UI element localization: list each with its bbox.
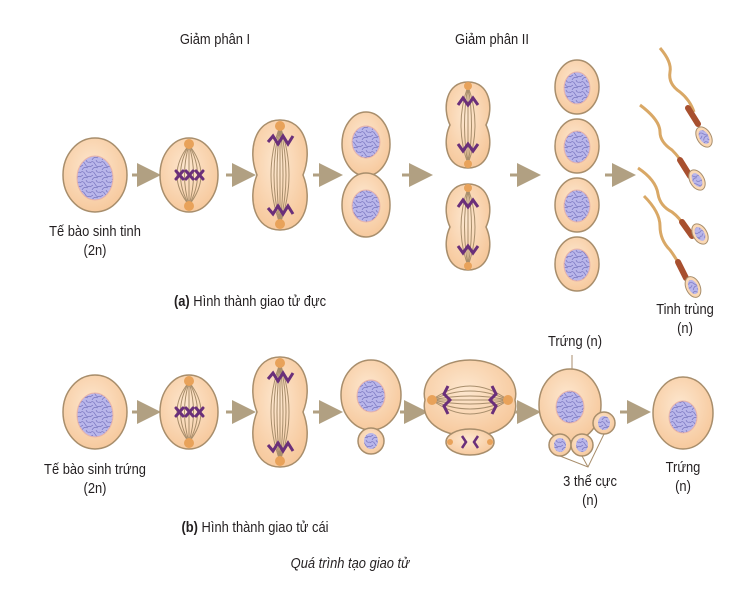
nucleus — [356, 379, 386, 413]
centrosome — [184, 139, 194, 149]
sperm-cells — [637, 47, 713, 298]
meiosis-2-cell-female — [423, 359, 517, 456]
chromosomes — [174, 169, 205, 181]
nucleus — [76, 392, 114, 438]
mature-egg — [652, 376, 714, 450]
sperm — [642, 194, 702, 298]
oocyte-cell — [62, 374, 128, 450]
egg-label: Trứng (n) — [665, 459, 701, 495]
chromosomes — [266, 203, 295, 217]
meiosis-2-cells — [445, 81, 491, 271]
centrosome — [275, 121, 285, 131]
figure-caption: Quá trình tạo giao tử — [290, 555, 410, 572]
polar-bodies-label: 3 thể cực (n) — [563, 473, 617, 509]
ovum-with-polar-bodies — [538, 355, 616, 468]
meiosis-1-daughter-cells — [341, 111, 391, 238]
nucleus — [351, 125, 381, 159]
panel-a-letter: (a) — [173, 293, 190, 310]
anaphase-1-cell — [252, 119, 308, 231]
spermatocyte-cell — [62, 137, 128, 213]
metaphase-1-cell-female — [159, 374, 219, 450]
nucleus — [351, 189, 381, 223]
panel-b-letter: (b) — [181, 519, 198, 536]
heading-meiosis-2: Giảm phân II — [455, 31, 529, 48]
sperm-label: Tinh trùng (n) — [656, 301, 714, 337]
metaphase-1-cell — [159, 137, 219, 213]
spermatid-cells — [554, 59, 600, 292]
spermatocyte-label: Tế bào sinh tinh (2n) — [49, 223, 141, 259]
centrosome — [184, 201, 194, 211]
sperm — [658, 47, 713, 148]
sperm — [639, 103, 706, 191]
nucleus — [76, 155, 114, 201]
egg-callout-label: Trứng (n) — [547, 333, 603, 350]
centrosome — [275, 219, 285, 229]
heading-meiosis-1: Giảm phân I — [179, 31, 251, 48]
chromosomes — [266, 133, 295, 147]
panel-b-title: (b) Hình thành giao tử cái — [181, 519, 329, 536]
oocyte-label: Tế bào sinh trứng (2n) — [44, 461, 146, 497]
anaphase-1-cell-female — [252, 356, 308, 468]
secondary-oocyte-and-polar-body — [340, 359, 402, 455]
nucleus — [555, 390, 585, 424]
panel-a-title: (a) Hình thành giao tử đực — [173, 293, 327, 310]
sperm — [637, 166, 709, 245]
nucleus — [668, 400, 698, 434]
